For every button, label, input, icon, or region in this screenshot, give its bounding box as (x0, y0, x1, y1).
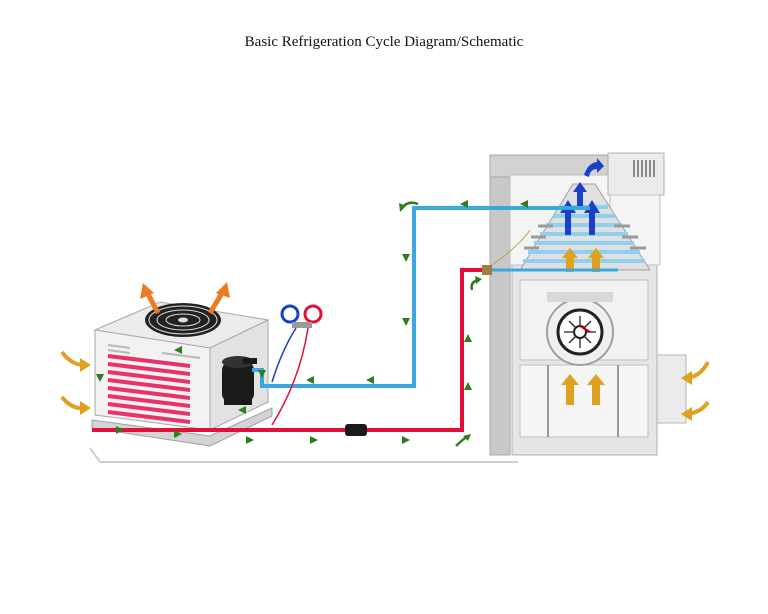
liquid-line (92, 268, 488, 432)
filter-rack (519, 364, 649, 438)
air-handler-unit (489, 152, 687, 456)
manifold-gauge-icon (271, 304, 323, 426)
filter-drier-icon (345, 424, 367, 436)
airflow-arrow-icon (683, 361, 710, 416)
condenser-fan-icon (145, 303, 221, 337)
blower-wheel-icon (546, 292, 614, 366)
supply-plenum-frame (489, 154, 511, 456)
condensing-unit (91, 301, 273, 447)
supply-vent-box (607, 152, 665, 196)
diagram-title: Basic Refrigeration Cycle Diagram/Schema… (244, 34, 524, 50)
return-air-arrow-icon (561, 248, 605, 405)
exhaust-air-arrow-icon (145, 291, 225, 315)
ground-line (89, 447, 518, 463)
condenser-coil (107, 354, 191, 424)
metering-device (482, 265, 492, 275)
compressor-icon (222, 356, 257, 405)
flow-direction-arrow-icon (96, 200, 528, 444)
